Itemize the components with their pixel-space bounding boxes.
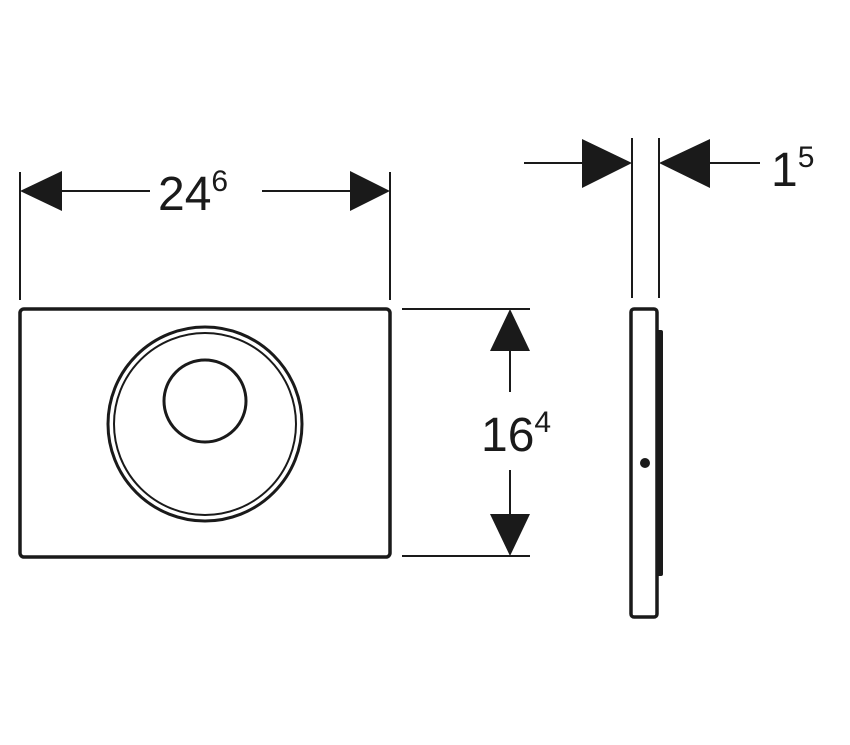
height-label-sup: 4: [534, 406, 551, 439]
side-fixing-knob: [640, 458, 650, 468]
thickness-dimension: 15: [524, 138, 814, 298]
front-plate-outline: [18, 307, 392, 559]
side-view: [629, 307, 663, 619]
thickness-label: 15: [771, 141, 814, 197]
height-label-main: 16: [481, 409, 534, 462]
thickness-label-main: 1: [771, 144, 798, 197]
flush-button-circle: [162, 358, 248, 444]
outer-ring-outer: [106, 325, 304, 523]
height-arrow-bottom: [490, 514, 530, 556]
width-dimension: 246: [19, 165, 391, 300]
width-label-sup: 6: [211, 165, 228, 198]
side-back-profile: [656, 330, 663, 576]
thickness-arrow-right: [659, 139, 710, 188]
height-label: 164: [481, 406, 551, 462]
width-arrow-left: [20, 171, 62, 211]
width-label: 246: [158, 165, 228, 221]
thickness-arrow-left: [582, 139, 632, 188]
width-label-main: 24: [158, 168, 211, 221]
front-view: [18, 307, 392, 559]
height-dimension: 164: [402, 308, 551, 557]
width-arrow-right: [350, 171, 390, 211]
outer-ring-inner: [113, 332, 297, 516]
height-arrow-top: [490, 309, 530, 351]
thickness-label-sup: 5: [798, 141, 815, 174]
